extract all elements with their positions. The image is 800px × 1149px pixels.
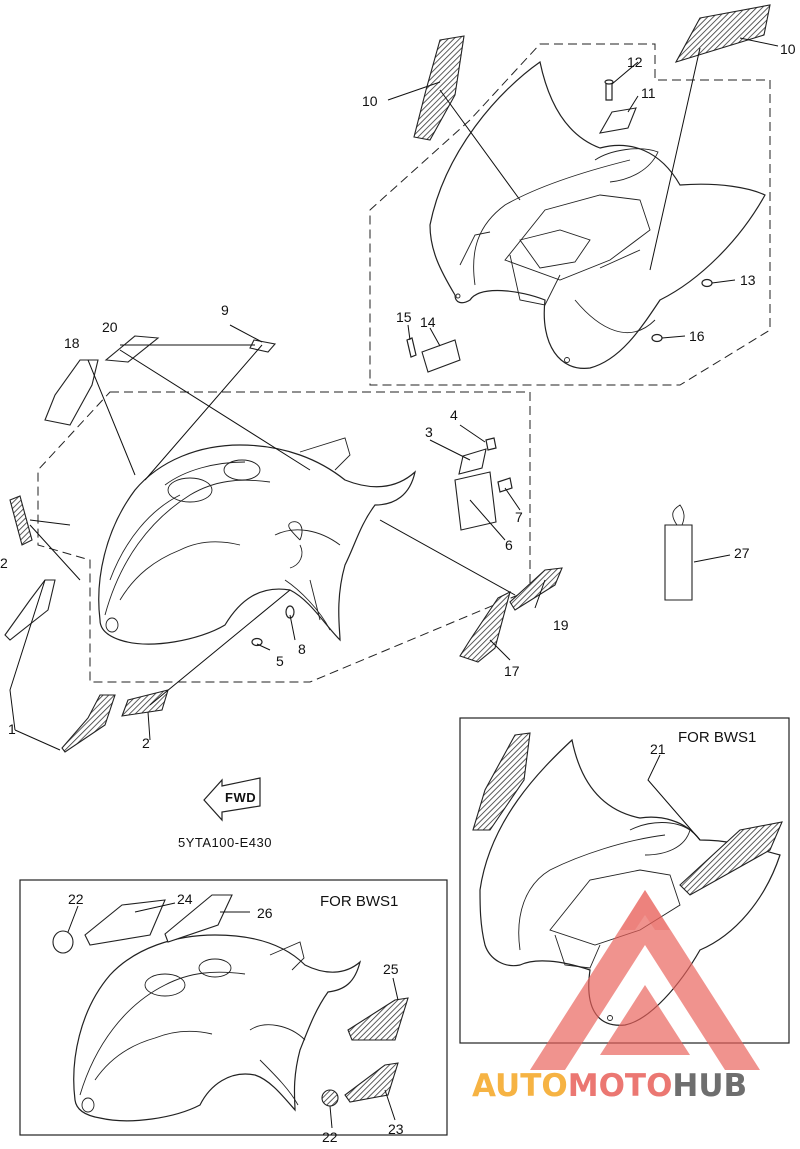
watermark-part3: HUB — [672, 1068, 747, 1104]
front-fender-group — [4, 324, 563, 753]
callout-10-left: 10 — [362, 93, 378, 109]
callout-20: 20 — [102, 319, 118, 335]
callout-1: 1 — [8, 721, 16, 737]
callout-19: 19 — [553, 617, 569, 633]
watermark-logo-triangle — [530, 890, 760, 1070]
callout-4: 4 — [450, 407, 458, 423]
decal-18 — [44, 359, 99, 426]
decal-23 — [344, 1062, 399, 1103]
decal-11 — [598, 107, 637, 134]
decal-25 — [347, 997, 409, 1041]
rear-fender-group — [369, 4, 779, 386]
fwd-label: FWD — [225, 790, 256, 805]
callout-11: 11 — [641, 85, 656, 101]
callout-23: 23 — [388, 1121, 404, 1137]
nut-16 — [651, 333, 663, 343]
decal-14 — [421, 339, 461, 373]
callout-17: 17 — [504, 663, 520, 679]
callout-3: 3 — [425, 424, 433, 440]
callout-2-upper: 2 — [0, 555, 8, 571]
front-group-boundary — [37, 391, 531, 683]
decal-2-upper — [9, 495, 33, 546]
callout-12: 12 — [627, 54, 643, 70]
callout-14: 14 — [420, 314, 436, 330]
rear-group-boundary — [369, 43, 771, 386]
decal-20 — [104, 335, 160, 363]
callout-16: 16 — [689, 328, 705, 344]
decal-10-right — [674, 4, 771, 63]
callout-21: 21 — [650, 741, 666, 757]
inset-front-bws1: FOR BWS1 — [19, 879, 448, 1136]
svg-text:AUTOMOTOHUB: AUTOMOTOHUB — [472, 1068, 747, 1104]
watermark-part2: MOTO — [568, 1068, 673, 1104]
callout-22-bottom: 22 — [322, 1129, 338, 1145]
callout-18: 18 — [64, 335, 80, 351]
callouts: 1 2 2 3 4 5 6 7 8 9 10 10 11 12 13 14 15… — [0, 41, 796, 1145]
decal-1-lower — [61, 694, 116, 753]
decal-1-upper — [4, 579, 56, 641]
decal-19 — [509, 567, 563, 611]
callout-9: 9 — [221, 302, 229, 318]
callout-24: 24 — [177, 891, 193, 907]
callout-6: 6 — [505, 537, 513, 553]
decal-17 — [459, 590, 511, 663]
diagram-code: 5YTA100-E430 — [178, 835, 272, 850]
callout-10-right: 10 — [780, 41, 796, 57]
callout-26: 26 — [257, 905, 273, 921]
callout-7: 7 — [515, 509, 523, 525]
inset-rear-title: FOR BWS1 — [678, 729, 756, 746]
inset-rear-bws1: FOR BWS1 — [459, 717, 790, 1044]
decal-9 — [249, 339, 277, 353]
nut-13 — [701, 278, 713, 288]
plate-6 — [454, 471, 497, 531]
callout-27: 27 — [734, 545, 750, 561]
fwd-arrow: FWD — [203, 777, 261, 822]
decal-22-bottom — [321, 1089, 339, 1107]
tag-27 — [664, 504, 731, 601]
decal-26 — [164, 894, 233, 943]
callout-13: 13 — [740, 272, 756, 288]
decal-2-lower — [121, 689, 169, 717]
callout-2-lower: 2 — [142, 735, 150, 751]
decal-10-left — [413, 35, 465, 141]
decal-24 — [84, 899, 166, 946]
decal-22-left — [52, 930, 74, 954]
plate-3 — [458, 448, 487, 475]
callout-15: 15 — [396, 309, 412, 325]
watermark-part1: AUTO — [472, 1068, 568, 1104]
callout-8: 8 — [298, 641, 306, 657]
front-fender — [98, 444, 416, 645]
callout-25: 25 — [383, 961, 399, 977]
inset-front-frame — [19, 879, 448, 1136]
callout-22-top: 22 — [68, 891, 84, 907]
rear-fender — [429, 60, 766, 369]
automotohub-watermark: AUTOMOTOHUB — [472, 890, 760, 1104]
callout-5: 5 — [276, 653, 284, 669]
inset-front-title: FOR BWS1 — [320, 893, 398, 910]
